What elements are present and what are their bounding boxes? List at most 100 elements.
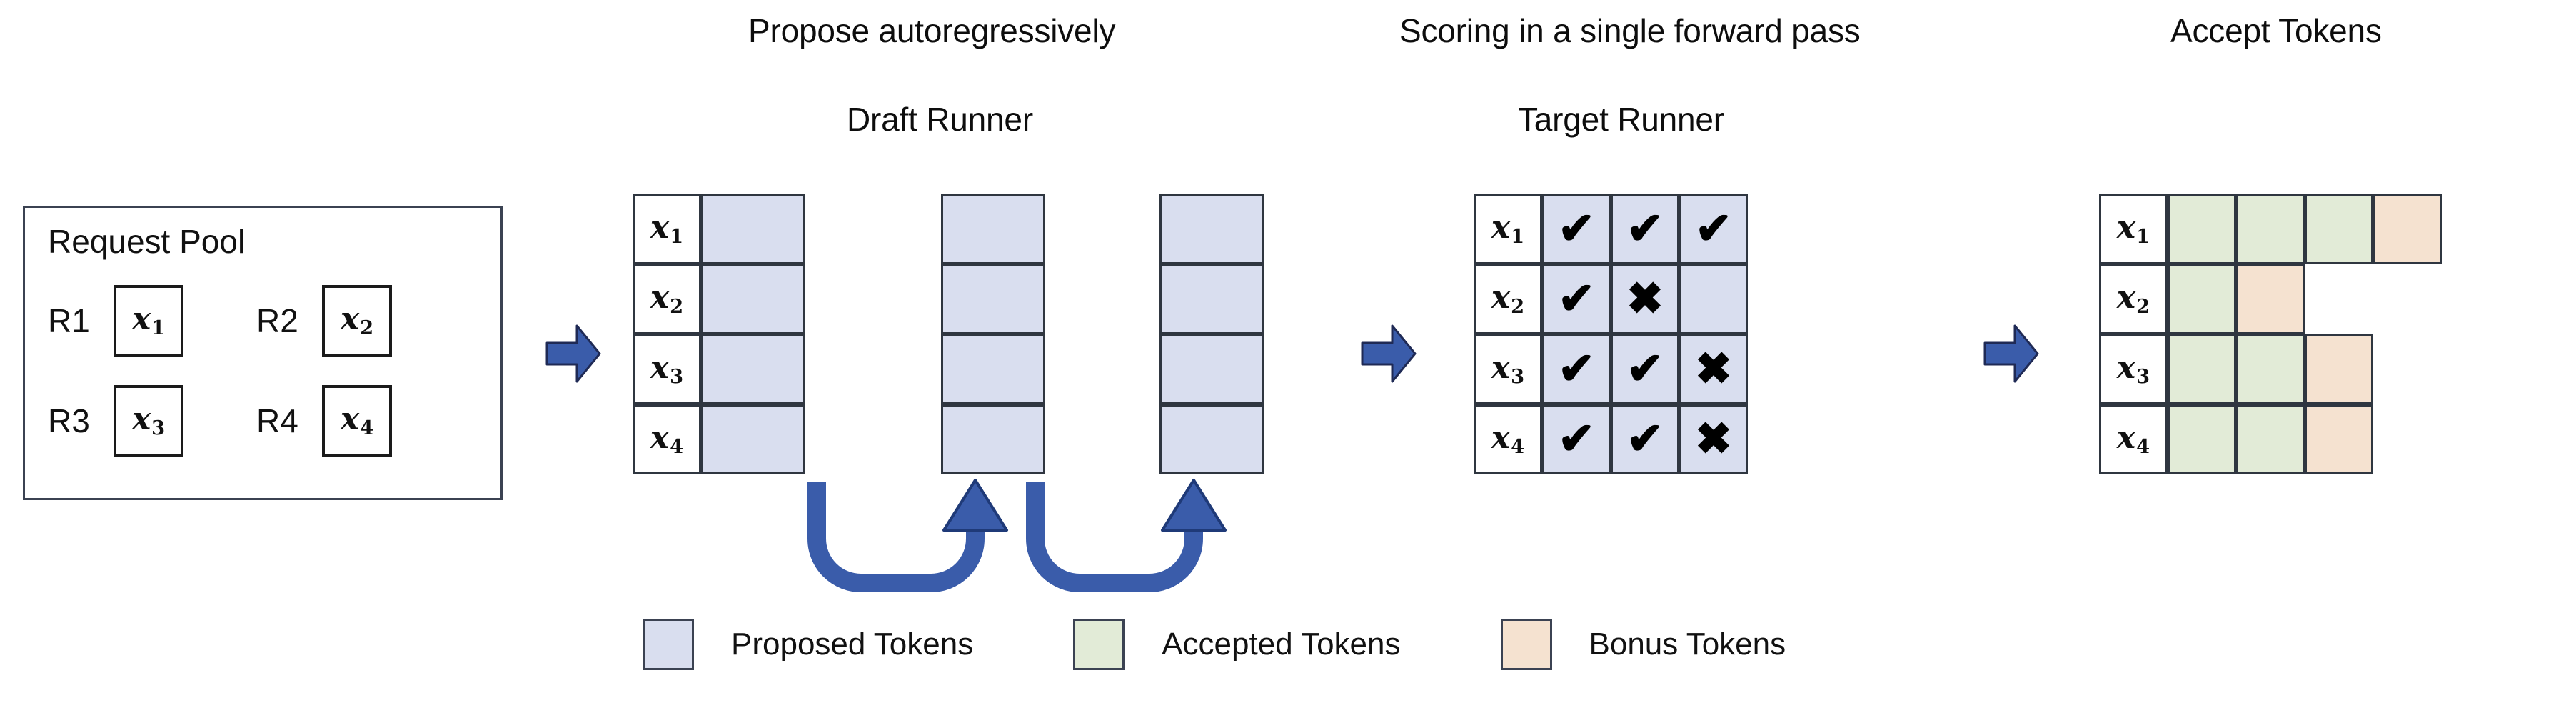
bonus-token-cell[interactable] bbox=[2305, 404, 2373, 474]
accept-tokens-row: x4 bbox=[2099, 404, 2442, 474]
request-pool-panel: Request Pool R1 x1 R2 x2 R3 x3 R4 x4 bbox=[23, 206, 503, 500]
draft-runner-row: x2 bbox=[633, 264, 805, 334]
draft-runner-column-step-3 bbox=[1159, 194, 1264, 474]
request-token-r4: x4 bbox=[340, 400, 374, 440]
flow-arrow-draft-to-target-icon bbox=[1361, 323, 1417, 384]
draft-proposed-cell[interactable] bbox=[1159, 334, 1264, 404]
cross-icon: ✖ bbox=[1695, 344, 1732, 394]
legend-item-bonus: Bonus Tokens bbox=[1500, 619, 1786, 670]
target-row-label-x4: x4 bbox=[1474, 404, 1542, 474]
bonus-token-cell[interactable] bbox=[2236, 264, 2305, 334]
request-entry-r2[interactable]: R2 x2 bbox=[256, 285, 392, 357]
draft-row-label-x2: x2 bbox=[633, 264, 701, 334]
target-score-cell[interactable]: ✖ bbox=[1679, 404, 1748, 474]
accepted-token-cell[interactable] bbox=[2236, 194, 2305, 264]
request-entry-r3[interactable]: R3 x3 bbox=[48, 385, 183, 457]
accepted-token-cell[interactable] bbox=[2168, 404, 2236, 474]
request-token-box-r2: x2 bbox=[322, 285, 392, 357]
check-icon: ✔ bbox=[1626, 344, 1664, 394]
target-score-cell[interactable]: ✔ bbox=[1611, 194, 1679, 264]
draft-proposed-cell[interactable] bbox=[1159, 264, 1264, 334]
legend-item-accepted: Accepted Tokens bbox=[1073, 619, 1401, 670]
target-score-cell[interactable]: ✔ bbox=[1542, 404, 1611, 474]
draft-proposed-cell[interactable] bbox=[941, 194, 1045, 264]
target-score-cell[interactable]: ✔ bbox=[1679, 194, 1748, 264]
accept-tokens-row: x2 bbox=[2099, 264, 2442, 334]
request-token-box-r1: x1 bbox=[114, 285, 183, 357]
legend: Proposed Tokens Accepted Tokens Bonus To… bbox=[643, 619, 1786, 670]
draft-row-label-x1: x1 bbox=[633, 194, 701, 264]
request-entry-r4[interactable]: R4 x4 bbox=[256, 385, 392, 457]
draft-proposed-cell[interactable] bbox=[701, 334, 805, 404]
request-token-box-r3: x3 bbox=[114, 385, 183, 457]
legend-swatch-bonus-icon bbox=[1500, 619, 1552, 670]
draft-runner-row: x4 bbox=[633, 404, 805, 474]
accepted-token-cell[interactable] bbox=[2168, 264, 2236, 334]
target-score-cell[interactable]: ✖ bbox=[1611, 264, 1679, 334]
request-entry-r1[interactable]: R1 x1 bbox=[48, 285, 183, 357]
empty-cell bbox=[2373, 264, 2442, 334]
target-row-label-x2: x2 bbox=[1474, 264, 1542, 334]
draft-proposed-cell[interactable] bbox=[701, 264, 805, 334]
cross-icon: ✖ bbox=[1695, 414, 1732, 464]
legend-label-bonus: Bonus Tokens bbox=[1589, 627, 1786, 662]
draft-proposed-cell[interactable] bbox=[941, 404, 1045, 474]
target-runner-row: x2 ✔ ✖ bbox=[1474, 264, 1748, 334]
heading-propose-autoregressively: Propose autoregressively bbox=[748, 12, 1116, 49]
subheading-target-runner: Target Runner bbox=[1518, 101, 1724, 138]
draft-proposed-cell[interactable] bbox=[941, 334, 1045, 404]
draft-proposed-cell[interactable] bbox=[941, 264, 1045, 334]
check-icon: ✔ bbox=[1558, 344, 1595, 394]
bonus-token-cell[interactable] bbox=[2373, 194, 2442, 264]
draft-proposed-cell[interactable] bbox=[1159, 404, 1264, 474]
draft-proposed-cell[interactable] bbox=[701, 194, 805, 264]
subheading-draft-runner: Draft Runner bbox=[847, 101, 1033, 138]
request-token-box-r4: x4 bbox=[322, 385, 392, 457]
empty-cell bbox=[2373, 404, 2442, 474]
legend-label-proposed: Proposed Tokens bbox=[731, 627, 974, 662]
target-runner-row: x4 ✔ ✔ ✖ bbox=[1474, 404, 1748, 474]
legend-item-proposed: Proposed Tokens bbox=[643, 619, 973, 670]
request-label-r3: R3 bbox=[48, 402, 90, 439]
target-score-cell[interactable]: ✔ bbox=[1542, 334, 1611, 404]
draft-loop-arrow-2-icon bbox=[1017, 477, 1231, 595]
draft-loop-arrow-1-icon bbox=[798, 477, 1012, 595]
target-score-cell[interactable]: ✖ bbox=[1679, 334, 1748, 404]
target-score-cell-empty[interactable] bbox=[1679, 264, 1748, 334]
request-pool-row: R1 x1 R2 x2 bbox=[48, 285, 392, 357]
accept-row-label-x4: x4 bbox=[2099, 404, 2168, 474]
accepted-token-cell[interactable] bbox=[2236, 404, 2305, 474]
bonus-token-cell[interactable] bbox=[2305, 334, 2373, 404]
draft-proposed-cell[interactable] bbox=[1159, 194, 1264, 264]
draft-runner-column-step-2 bbox=[941, 194, 1045, 474]
legend-swatch-proposed-icon bbox=[643, 619, 694, 670]
accepted-token-cell[interactable] bbox=[2236, 334, 2305, 404]
draft-row-label-x3: x3 bbox=[633, 334, 701, 404]
draft-proposed-cell[interactable] bbox=[701, 404, 805, 474]
check-icon: ✔ bbox=[1558, 204, 1595, 254]
target-score-cell[interactable]: ✔ bbox=[1542, 264, 1611, 334]
accepted-token-cell[interactable] bbox=[2168, 194, 2236, 264]
check-icon: ✔ bbox=[1558, 274, 1595, 324]
draft-runner-grid-step-1: x1 x2 x3 x4 bbox=[633, 194, 805, 474]
accepted-token-cell[interactable] bbox=[2305, 194, 2373, 264]
target-row-label-x1: x1 bbox=[1474, 194, 1542, 264]
target-score-cell[interactable]: ✔ bbox=[1611, 404, 1679, 474]
target-runner-row: x1 ✔ ✔ ✔ bbox=[1474, 194, 1748, 264]
target-score-cell[interactable]: ✔ bbox=[1611, 334, 1679, 404]
target-runner-row: x3 ✔ ✔ ✖ bbox=[1474, 334, 1748, 404]
heading-scoring-single-forward-pass: Scoring in a single forward pass bbox=[1399, 12, 1861, 49]
request-token-r1: x1 bbox=[131, 300, 166, 340]
accept-row-label-x1: x1 bbox=[2099, 194, 2168, 264]
request-label-r1: R1 bbox=[48, 302, 90, 339]
accepted-token-cell[interactable] bbox=[2168, 334, 2236, 404]
accept-tokens-row: x1 bbox=[2099, 194, 2442, 264]
request-label-r4: R4 bbox=[256, 402, 298, 439]
request-pool-title: Request Pool bbox=[48, 223, 246, 260]
cross-icon: ✖ bbox=[1626, 274, 1664, 324]
flow-arrow-pool-to-draft-icon bbox=[545, 323, 601, 384]
draft-row-label-x4: x4 bbox=[633, 404, 701, 474]
target-runner-grid: x1 ✔ ✔ ✔ x2 ✔ ✖ x3 ✔ bbox=[1474, 194, 1748, 474]
check-icon: ✔ bbox=[1695, 204, 1732, 254]
target-score-cell[interactable]: ✔ bbox=[1542, 194, 1611, 264]
